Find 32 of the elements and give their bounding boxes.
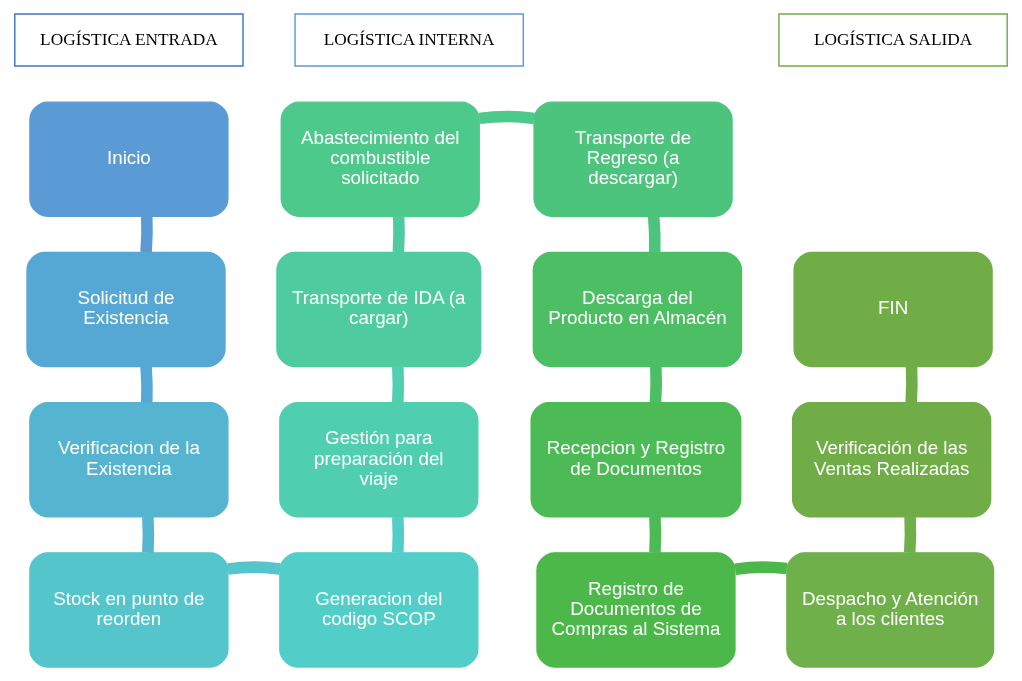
connector <box>392 216 405 253</box>
connector <box>140 366 153 403</box>
node-box: Inicio <box>29 101 229 217</box>
node-box: Solicitud de Existencia <box>26 251 226 368</box>
node-box: Descarga del Producto en Almacén <box>532 251 743 368</box>
node-box: LOGÍSTICA INTERNA <box>294 13 524 67</box>
connector <box>905 366 918 403</box>
connector <box>142 516 155 553</box>
connector <box>903 516 917 554</box>
node-box: Verificacion de la Existencia <box>29 401 229 518</box>
node-box: Gestión para preparación del viaje <box>279 401 479 518</box>
node-box: Transporte de Regreso (a descargar) <box>533 101 733 217</box>
node-box: LOGÍSTICA ENTRADA <box>14 13 244 67</box>
connector <box>649 516 662 553</box>
connector <box>647 215 661 253</box>
connector <box>392 366 405 403</box>
node-box: FIN <box>793 251 993 368</box>
connector <box>478 110 535 125</box>
node-box: Verificación de las Ventas Realizadas <box>792 401 992 518</box>
node-box: Recepcion y Registro de Documentos <box>530 401 742 518</box>
node-box: Abastecimiento del combustible solicitado <box>280 101 480 217</box>
connector <box>392 516 405 553</box>
node-box: LOGÍSTICA SALIDA <box>778 13 1008 67</box>
connector <box>140 216 153 253</box>
node-box: Registro de Documentos de Compras al Sistema <box>536 552 736 668</box>
node-box: Transporte de IDA (a cargar) <box>276 251 482 368</box>
node-box: Despacho y Atención a los clientes <box>786 552 995 668</box>
connector <box>227 561 281 575</box>
connector <box>649 366 662 403</box>
connector <box>734 561 788 575</box>
node-box: Generacion del codigo SCOP <box>279 552 479 668</box>
node-box: Stock en punto de reorden <box>29 552 229 668</box>
